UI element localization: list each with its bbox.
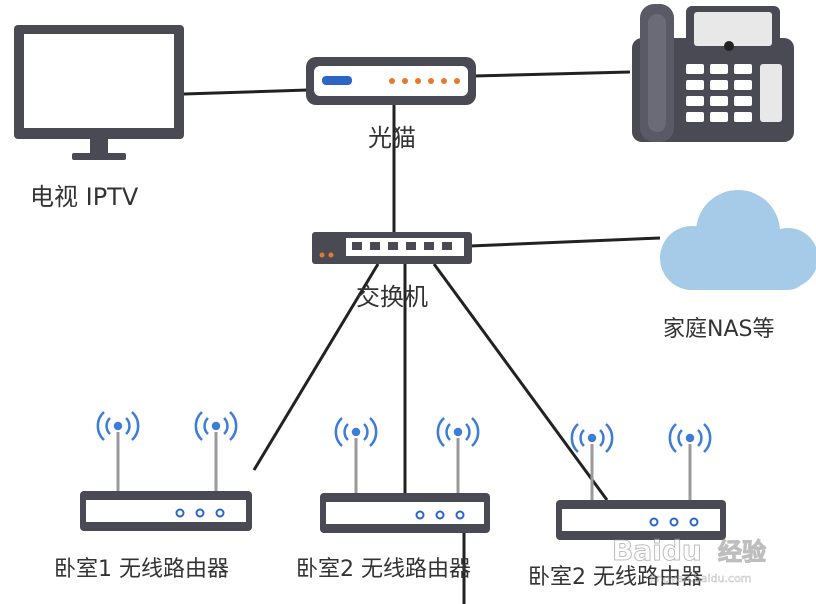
watermark-brand: Baidu <box>612 534 702 567</box>
telephone-icon <box>632 4 794 142</box>
line-modem-phone <box>473 70 631 78</box>
wifi-signal-icon <box>570 423 712 453</box>
wireless-router-icon <box>320 417 490 533</box>
line-switch-router3 <box>432 263 609 501</box>
tv-label: 电视 IPTV <box>30 183 139 211</box>
watermark-service: 经验 <box>718 538 766 566</box>
wireless-router-icon <box>556 423 726 540</box>
line-switch-nas <box>469 236 661 248</box>
wireless-router-icon <box>80 411 252 531</box>
modem-icon <box>306 57 476 105</box>
switch-icon <box>312 232 472 264</box>
router2-label: 卧室2 无线路由器 <box>296 557 471 582</box>
baidu-watermark: Baidu 经验 jingyan.baidu.com <box>612 534 767 586</box>
nas-label: 家庭NAS等 <box>663 317 774 342</box>
tv-monitor: 电视 IPTV <box>14 25 184 211</box>
network-switch: 交换机 <box>312 232 472 311</box>
home-nas: 家庭NAS等 <box>660 190 816 342</box>
router-bedroom-3: 卧室2 无线路由器 <box>528 423 726 590</box>
monitor-icon <box>14 25 184 160</box>
router-bedroom-2: 卧室2 无线路由器 <box>296 417 490 582</box>
modem-label: 光猫 <box>368 124 416 152</box>
line-tv-modem <box>183 88 309 96</box>
router-bedroom-1: 卧室1 无线路由器 <box>54 411 252 582</box>
wifi-signal-icon <box>334 417 480 447</box>
router1-label: 卧室1 无线路由器 <box>54 557 229 582</box>
switch-label: 交换机 <box>356 283 428 311</box>
optical-modem: 光猫 <box>306 57 476 152</box>
watermark-sub: jingyan.baidu.com <box>649 572 752 585</box>
connection-lines <box>183 70 661 604</box>
cloud-icon <box>660 190 816 290</box>
telephone <box>632 4 794 142</box>
wifi-signal-icon <box>96 411 238 441</box>
line-switch-router1 <box>252 263 380 471</box>
router3-label: 卧室2 无线路由器 <box>528 565 703 590</box>
